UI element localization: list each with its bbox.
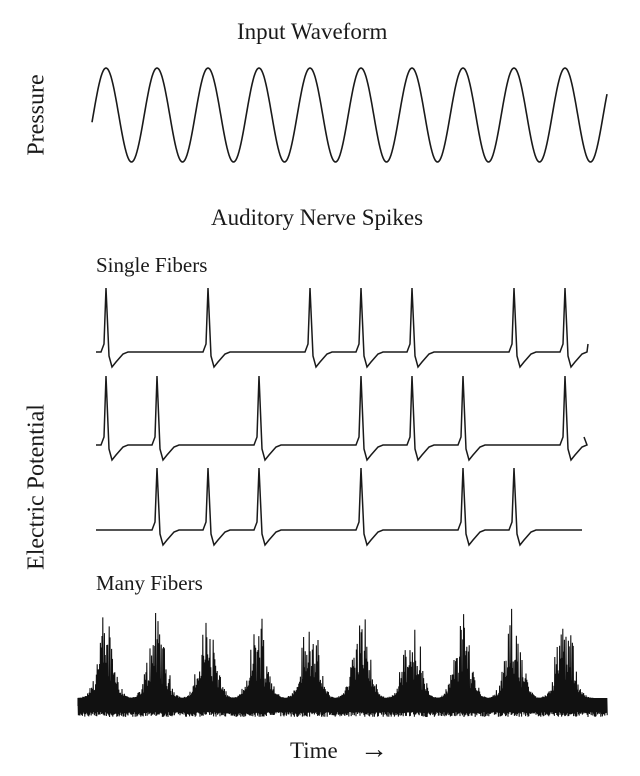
- auditory-nerve-spikes-title: Auditory Nerve Spikes: [211, 205, 424, 230]
- pressure-axis-label: Pressure: [23, 74, 50, 156]
- single-fiber-trace: [96, 287, 589, 369]
- input-waveform-trace: [91, 67, 608, 163]
- many-fibers-label: Many Fibers: [96, 571, 203, 595]
- time-arrow-icon: →: [360, 734, 388, 765]
- single-fibers-label: Single Fibers: [96, 253, 208, 277]
- many-fibers-trace: [77, 608, 608, 718]
- input-waveform-title: Input Waveform: [237, 19, 388, 44]
- single-fiber-trace: [96, 375, 588, 462]
- single-fiber-trace: [96, 467, 582, 547]
- single-fibers-traces: [96, 287, 589, 547]
- time-axis-label: Time: [290, 738, 338, 763]
- electric-potential-axis-label: Electric Potential: [23, 404, 50, 570]
